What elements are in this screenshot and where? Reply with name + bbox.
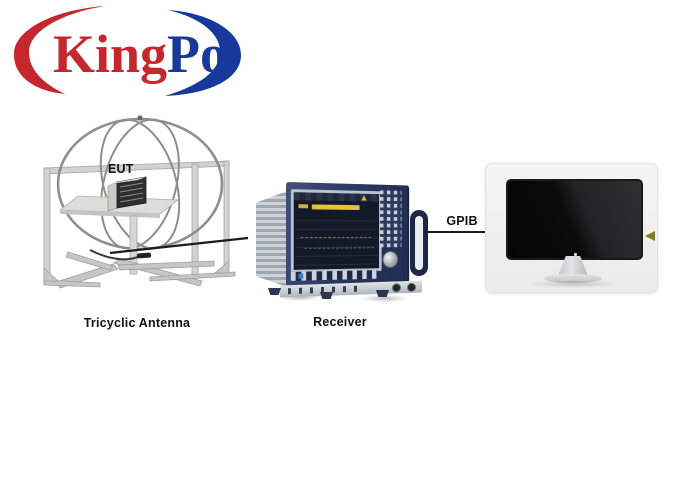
- monitor-camera-dot: [573, 253, 577, 256]
- tricyclic-antenna-illustration: [43, 115, 236, 289]
- receiver-screen: [290, 189, 382, 273]
- receiver-label: Receiver: [313, 315, 367, 329]
- monitor-stand: [558, 256, 588, 276]
- bnc-connector-icon: [407, 282, 416, 293]
- logo-wordmark: KingPo: [53, 24, 227, 84]
- antenna-to-receiver-line: [109, 236, 249, 255]
- loop-top-joint: [137, 115, 143, 121]
- receiver-illustration: [256, 180, 432, 308]
- carousel-left-arrow-icon[interactable]: [645, 231, 655, 241]
- receiver-keypad: [379, 190, 402, 248]
- monitor-screen: [506, 179, 643, 260]
- receiver-foot: [376, 290, 389, 297]
- antenna-label: Tricyclic Antenna: [83, 316, 191, 330]
- antenna-base: [43, 251, 236, 289]
- gpib-line: [424, 231, 486, 233]
- logo-red-swoosh: [13, 6, 105, 94]
- receiver-screen-highlight-bar: [311, 204, 360, 210]
- computer-illustration: [485, 163, 658, 293]
- antenna-cable: [89, 249, 152, 261]
- warning-icon: [361, 195, 367, 201]
- receiver-foot: [320, 292, 333, 299]
- receiver-front-panel: [286, 182, 410, 286]
- monitor-shadow: [526, 280, 621, 288]
- bnc-connector-icon: [392, 283, 401, 293]
- spectrum-trace: [304, 246, 374, 249]
- receiver-spectrum-plot: [295, 212, 378, 266]
- receiver-handle: [410, 210, 428, 276]
- antenna-frame: [43, 160, 230, 285]
- gpib-label: GPIB: [446, 214, 478, 228]
- logo-blue-swoosh: [165, 10, 241, 96]
- eut-device: [107, 176, 147, 212]
- kingpo-logo: KingPo: [13, 6, 241, 96]
- eut-label: EUT: [108, 162, 134, 176]
- monitor-base: [544, 274, 602, 283]
- receiver-side-panel: [256, 190, 290, 288]
- receiver-rotary-knob: [382, 250, 399, 269]
- receiver-foot: [268, 288, 281, 295]
- spectrum-trace: [300, 236, 372, 238]
- receiver-softkey-row: [290, 270, 378, 281]
